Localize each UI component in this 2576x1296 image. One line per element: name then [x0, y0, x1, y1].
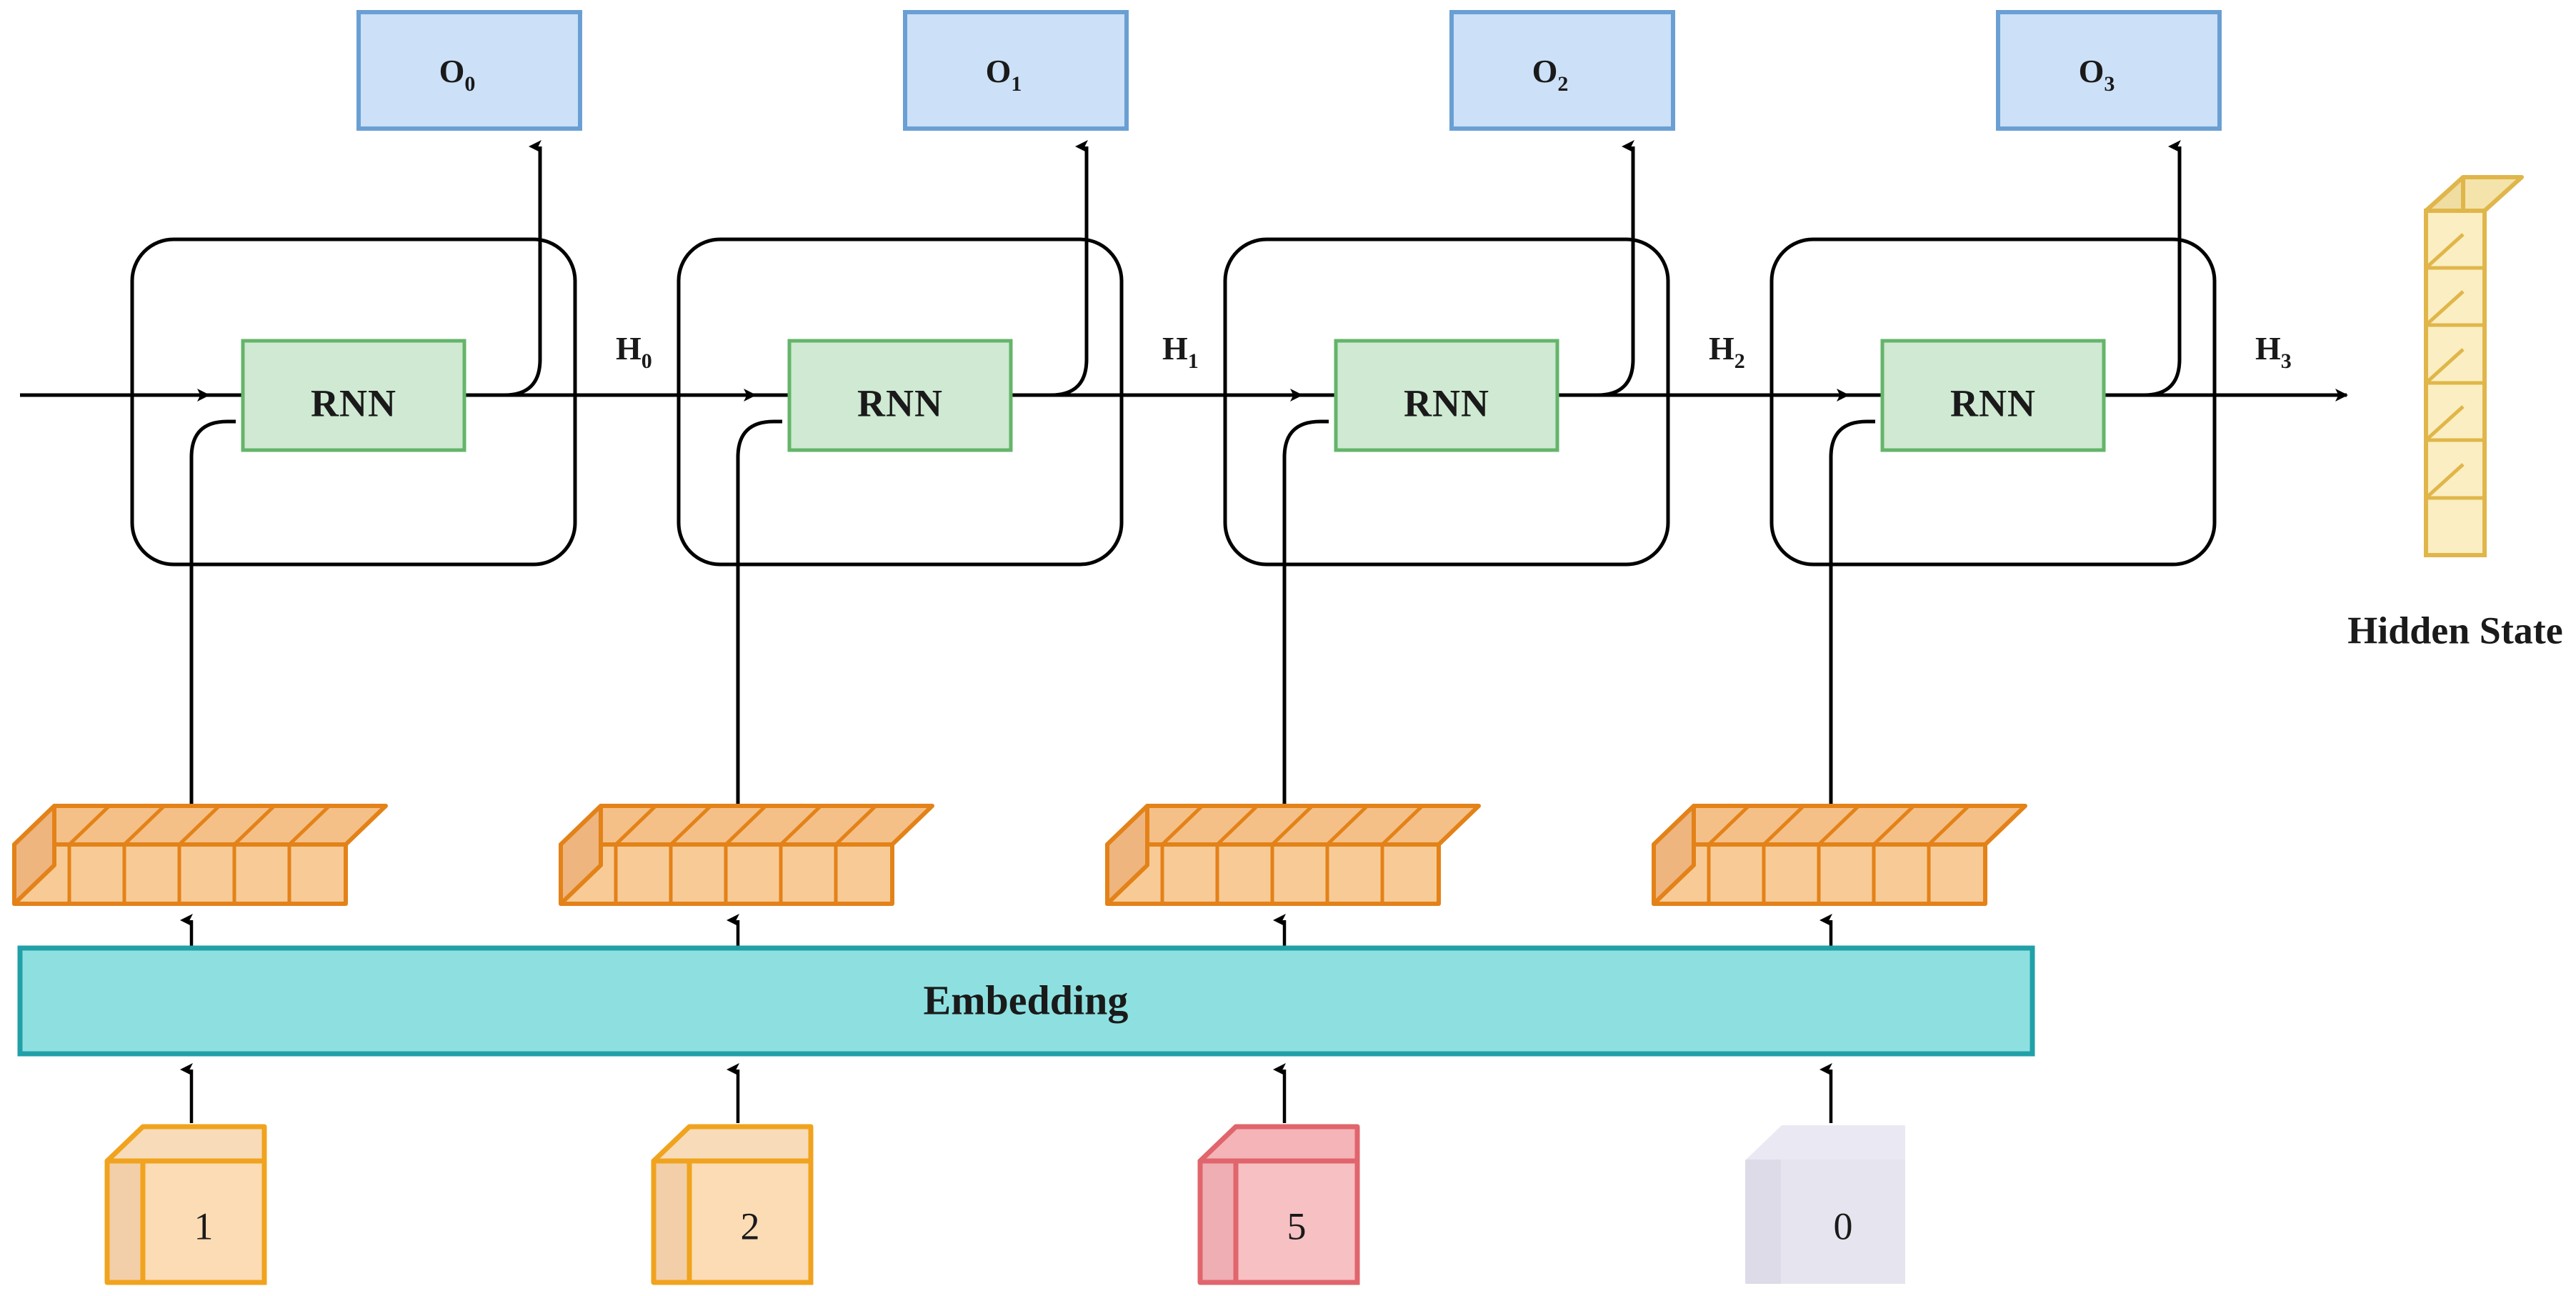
token-value-2: 5: [1287, 1205, 1307, 1247]
output-box-0[interactable]: O0: [356, 10, 582, 131]
rnn-cell-2[interactable]: RNN: [1334, 339, 1559, 452]
timestep-group-3: RNN O3 H3: [1652, 10, 2292, 1284]
svg-text:O3: O3: [2079, 53, 2115, 96]
input-wire-1: [736, 419, 782, 807]
hidden-state-stack: Hidden State: [2347, 175, 2563, 652]
rnn-cell-label-0: RNN: [311, 382, 396, 424]
hidden-label-1: H1: [1162, 330, 1199, 373]
embedding-vector-1: [559, 804, 934, 906]
token-value-1: 2: [741, 1205, 760, 1247]
input-wire-2: [1282, 419, 1329, 807]
output-sub-2: 2: [1557, 72, 1568, 96]
token-cube-3[interactable]: 0: [1745, 1125, 1905, 1284]
hidden-label-0: H0: [616, 330, 652, 373]
cell-boundary-3: [1769, 237, 2217, 567]
svg-text:O2: O2: [1532, 53, 1569, 96]
output-wire-2: [1557, 140, 1635, 397]
rnn-cell-0[interactable]: RNN: [241, 339, 466, 452]
embedding-vector-0: [12, 804, 388, 906]
output-sub-1: 1: [1011, 72, 1022, 96]
token-cube-2[interactable]: 5: [1197, 1124, 1360, 1285]
output-box-3[interactable]: O3: [1996, 10, 2222, 131]
rnn-cell-label-1: RNN: [857, 382, 943, 424]
timestep-group-0: RNN O0 H0: [12, 10, 652, 1285]
svg-text:O1: O1: [986, 53, 1022, 96]
embedding-label: Embedding: [924, 977, 1129, 1023]
token-value-0: 1: [194, 1205, 214, 1247]
embedding-vector-2: [1105, 804, 1481, 906]
cell-boundary-1: [677, 237, 1124, 567]
timestep-group-2: RNN O2 H2: [1105, 10, 1745, 1285]
output-box-2[interactable]: O2: [1449, 10, 1675, 131]
output-label-1: O: [986, 53, 1012, 89]
rnn-cell-label-3: RNN: [1950, 382, 2036, 424]
output-label-0: O: [439, 53, 465, 89]
output-wire-1: [1011, 140, 1089, 397]
timestep-group-1: RNN O1 H1: [559, 10, 1199, 1285]
output-sub-0: 0: [464, 72, 475, 96]
input-wire-3: [1829, 419, 1875, 807]
rnn-cell-3[interactable]: RNN: [1880, 339, 2106, 452]
cell-boundary-2: [1223, 237, 1670, 567]
output-sub-3: 3: [2104, 72, 2115, 96]
hidden-label-2: H2: [1709, 330, 1745, 373]
output-wire-3: [2104, 140, 2182, 397]
token-value-3: 0: [1834, 1205, 1853, 1247]
token-cube-0[interactable]: 1: [104, 1124, 267, 1285]
input-wire-0: [189, 419, 236, 807]
hidden-label-3: H3: [2255, 330, 2292, 373]
token-cube-1[interactable]: 2: [651, 1124, 814, 1285]
rnn-cell-1[interactable]: RNN: [787, 339, 1013, 452]
hidden-state-label: Hidden State: [2347, 609, 2563, 652]
rnn-cell-label-2: RNN: [1404, 382, 1489, 424]
embedding-vector-3: [1652, 804, 2027, 906]
embedding-layer[interactable]: Embedding: [17, 945, 2035, 1057]
cell-boundary-0: [130, 237, 577, 567]
output-label-2: O: [1532, 53, 1558, 89]
output-box-1[interactable]: O1: [903, 10, 1129, 131]
output-wire-0: [464, 140, 542, 397]
output-label-3: O: [2079, 53, 2105, 89]
svg-text:O0: O0: [439, 53, 476, 96]
